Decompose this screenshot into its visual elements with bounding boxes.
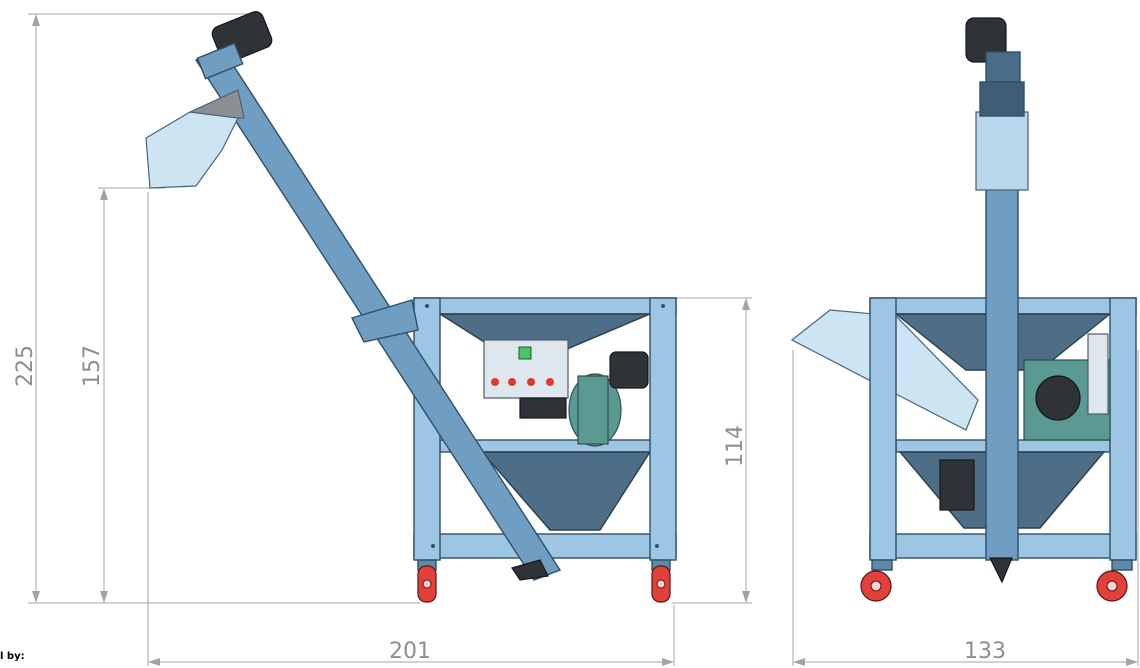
- front-auger-tube: [985, 179, 1019, 561]
- dimension-114: 114: [672, 297, 752, 604]
- drive-motor: [609, 351, 649, 389]
- dimension-201: 201: [147, 192, 675, 666]
- footer-label: l by:: [0, 651, 25, 662]
- dim-label-133: 133: [964, 639, 1006, 664]
- lower-hopper: [480, 451, 652, 531]
- side-view: [145, 11, 677, 603]
- dimension-133: 133: [792, 350, 1139, 666]
- discharge-chute: [145, 111, 239, 189]
- frame-top-rail: [413, 297, 677, 315]
- dim-label-114: 114: [723, 425, 748, 467]
- dimension-225: 225: [13, 13, 420, 604]
- front-view: [790, 17, 1137, 602]
- frame-right-leg: [649, 297, 677, 561]
- dimension-157: 157: [80, 187, 165, 603]
- dim-label-157: 157: [80, 345, 105, 387]
- dim-label-201: 201: [389, 639, 431, 664]
- dim-label-225: 225: [13, 345, 38, 387]
